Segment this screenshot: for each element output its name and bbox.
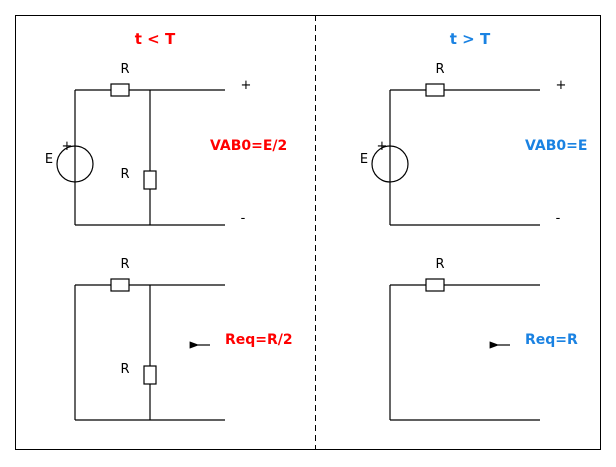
label-r-series: R <box>120 257 129 272</box>
left-top-circuit: t < T R R E + + - VAB0=E/2 <box>45 30 287 226</box>
label-r-shunt: R <box>120 167 129 182</box>
label-source: E <box>360 152 368 167</box>
voltage-source-icon <box>371 145 409 183</box>
result-req: Req=R <box>525 332 578 348</box>
label-r-series: R <box>435 62 444 77</box>
label-r-shunt: R <box>120 362 129 377</box>
terminal-minus: - <box>241 211 246 226</box>
terminal-minus: - <box>556 211 561 226</box>
resistor-series <box>425 278 445 292</box>
right-title: t > T <box>450 30 491 48</box>
diagram-frame <box>15 15 601 450</box>
resistor-series <box>110 83 130 97</box>
right-top-circuit: t > T R E + + - VAB0=E <box>360 30 588 226</box>
label-r-series: R <box>435 257 444 272</box>
left-bottom-circuit: R R Req=R/2 <box>74 257 293 421</box>
result-req: Req=R/2 <box>225 332 293 348</box>
label-source: E <box>45 152 53 167</box>
resistor-shunt <box>143 170 157 190</box>
right-bottom-circuit: R Req=R <box>389 257 578 421</box>
left-title: t < T <box>135 30 176 48</box>
result-vab0: VAB0=E/2 <box>210 138 287 154</box>
label-source-plus: + <box>377 139 388 154</box>
resistor-series <box>110 278 130 292</box>
resistor-shunt <box>143 365 157 385</box>
label-r-series: R <box>120 62 129 77</box>
resistor-series <box>425 83 445 97</box>
label-source-plus: + <box>62 139 73 154</box>
voltage-source-icon <box>56 145 94 183</box>
result-vab0: VAB0=E <box>525 138 587 154</box>
terminal-plus: + <box>241 78 252 93</box>
terminal-plus: + <box>556 78 567 93</box>
